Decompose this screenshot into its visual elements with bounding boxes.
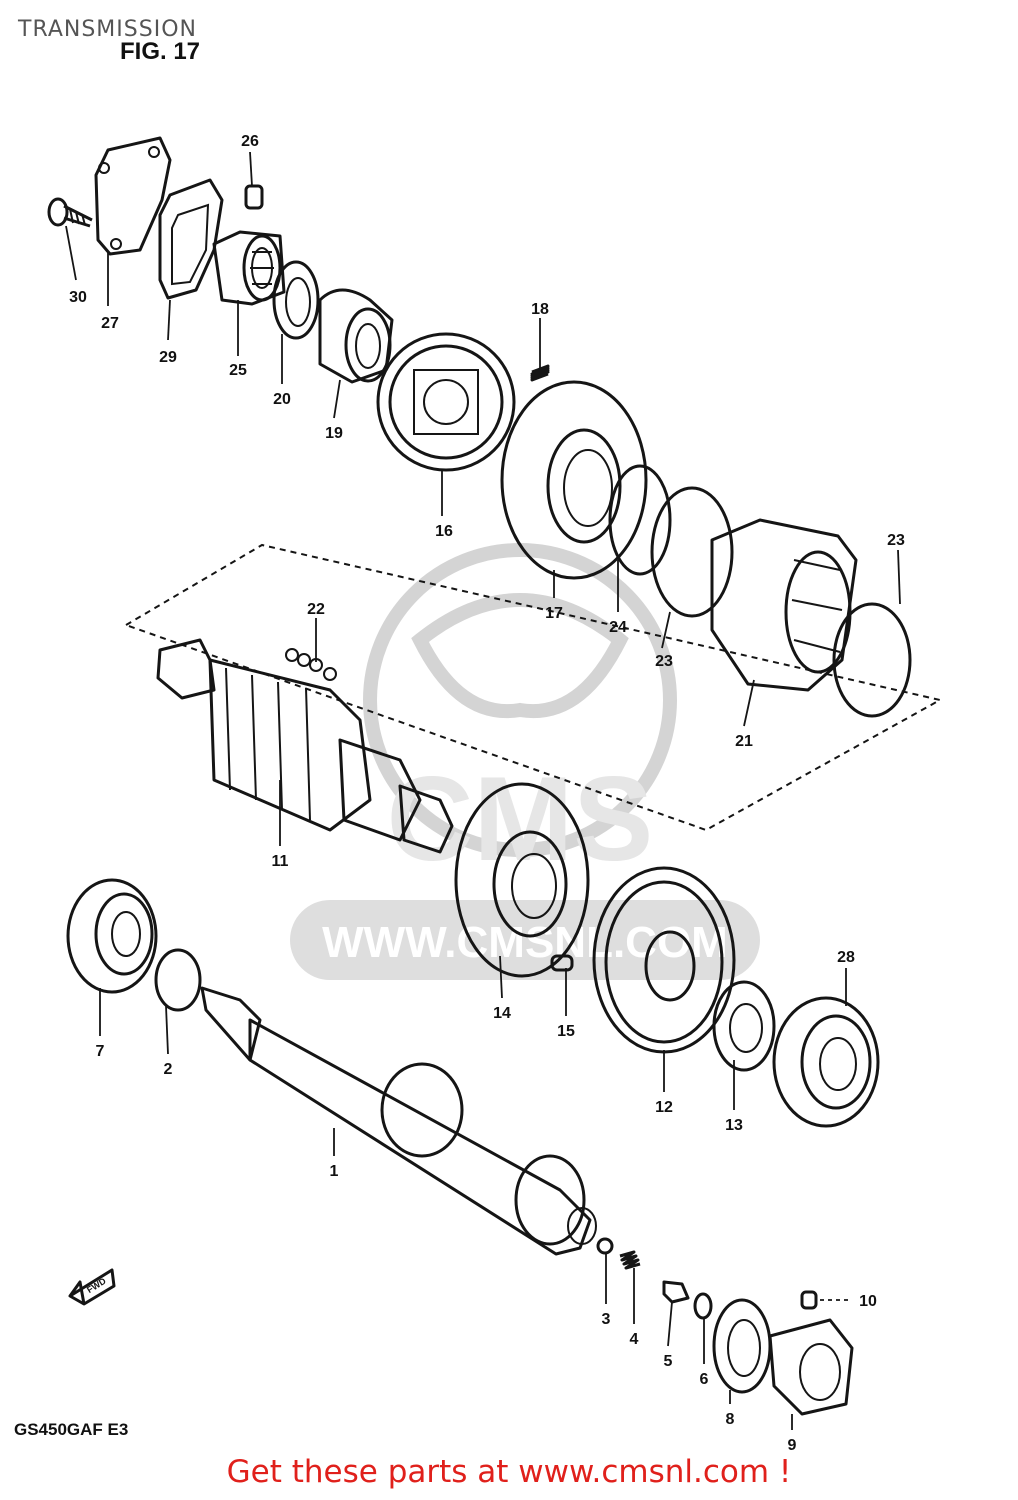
callout-7: 7 xyxy=(96,1043,105,1060)
part-19-spacer xyxy=(318,288,394,384)
callout-24: 24 xyxy=(609,619,627,636)
get-parts-link[interactable]: Get these parts at www.cmsnl.com ! xyxy=(226,1454,792,1490)
part-6-clip xyxy=(693,1292,713,1320)
watermark-logo: CMS xyxy=(387,752,654,886)
part-5-plunger xyxy=(662,1280,690,1304)
part-20-washer xyxy=(272,260,320,340)
part-10-plug xyxy=(800,1290,818,1310)
watermark: WWW.CMSNL.COM CMS xyxy=(290,543,760,980)
part-14-thrust-plate xyxy=(454,782,590,978)
part-17-clutch-plate xyxy=(500,380,648,580)
callout-16: 16 xyxy=(435,523,453,540)
callout-6: 6 xyxy=(700,1371,709,1388)
part-2-circlip xyxy=(154,948,202,1012)
part-23-ring-right xyxy=(832,602,912,718)
callout-5: 5 xyxy=(664,1353,673,1370)
part-3-ball xyxy=(596,1237,614,1255)
callout-22: 22 xyxy=(307,601,325,618)
callout-23-right: 23 xyxy=(887,532,905,549)
callout-20: 20 xyxy=(273,391,291,408)
part-28-cover xyxy=(94,136,172,256)
callout-18: 18 xyxy=(531,301,549,318)
callout-12: 12 xyxy=(655,1099,673,1116)
part-13-washer xyxy=(712,980,776,1072)
model-code: GS450GAF E3 xyxy=(14,1420,129,1439)
callout-19: 19 xyxy=(325,425,343,442)
part-7-bearing xyxy=(66,878,158,994)
watermark-url: WWW.CMSNL.COM xyxy=(322,918,728,967)
part-25-bearing xyxy=(772,996,880,1128)
callout-3: 3 xyxy=(602,1311,611,1328)
part-24-circlip xyxy=(608,464,672,576)
fwd-arrow-icon: FWD xyxy=(68,1268,116,1306)
callout-8: 8 xyxy=(726,1411,735,1428)
callout-10: 10 xyxy=(859,1293,877,1310)
part-1-driveshaft xyxy=(200,986,597,1256)
part-21-clutch-hub xyxy=(710,518,858,692)
callout-28: 27 xyxy=(101,315,119,332)
callout-17: 17 xyxy=(545,605,563,622)
callout-13: 13 xyxy=(725,1117,743,1134)
callout-27: 26 xyxy=(241,133,259,150)
callout-14: 14 xyxy=(493,1005,511,1022)
part-22-balls xyxy=(285,648,337,681)
figure-label: FIG. 17 xyxy=(120,38,201,65)
part-15-pin xyxy=(550,954,574,972)
part-27-dowel-pin xyxy=(244,184,264,210)
part-16-driven-gear xyxy=(376,332,516,472)
part-23-ring-left xyxy=(650,486,734,618)
part-29-gasket xyxy=(158,178,224,300)
callout-9: 9 xyxy=(788,1437,797,1454)
callout-4: 4 xyxy=(630,1331,639,1348)
part-9-cap xyxy=(768,1318,854,1416)
callout-15: 15 xyxy=(557,1023,575,1040)
callout-25: 28 xyxy=(837,949,855,966)
callout-21: 21 xyxy=(735,733,753,750)
part-30-screw xyxy=(47,197,93,228)
leader-lines xyxy=(65,151,901,1430)
part-4-spring xyxy=(619,1250,641,1270)
callout-11: 11 xyxy=(272,853,289,870)
callout-26: 25 xyxy=(229,362,247,379)
callout-numbers: 26 30 27 29 25 20 19 18 16 17 24 23 23 2… xyxy=(69,133,905,1454)
callout-23-left: 23 xyxy=(655,653,673,670)
part-8-washer xyxy=(712,1298,772,1394)
callout-2: 2 xyxy=(164,1061,173,1078)
part-11-countershaft xyxy=(156,638,454,854)
callout-30: 30 xyxy=(69,289,87,306)
part-26-needle-bearing xyxy=(212,230,286,306)
section-title: TRANSMISSION xyxy=(18,17,197,42)
callout-29: 29 xyxy=(159,349,177,366)
callout-1: 1 xyxy=(330,1163,339,1180)
